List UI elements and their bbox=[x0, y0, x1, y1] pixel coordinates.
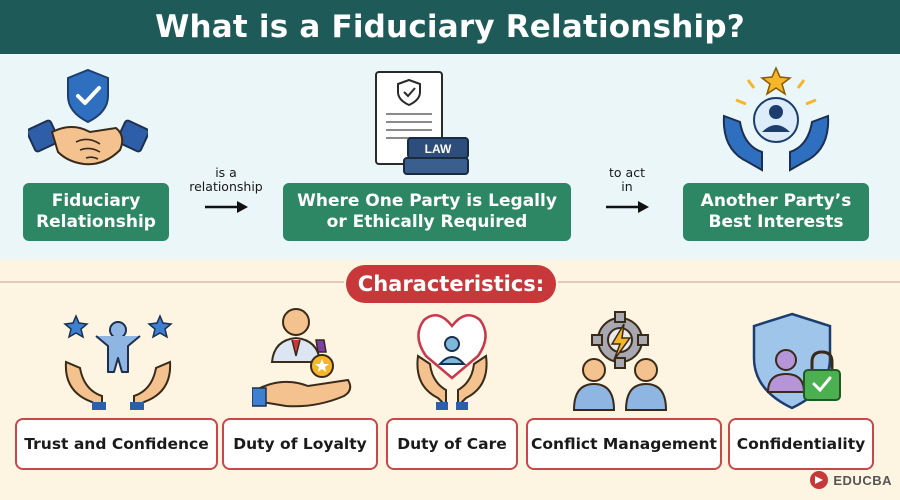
fiduciary-relationship-label: Fiduciary Relationship bbox=[36, 191, 156, 232]
duty-of-loyalty-label: Duty of Loyalty bbox=[233, 435, 367, 453]
best-interests-box: Another Party’s Best Interests bbox=[683, 183, 869, 241]
page-title: What is a Fiduciary Relationship? bbox=[0, 0, 900, 54]
person-stars-hands-icon bbox=[63, 314, 173, 410]
educba-logo: EDUCBA bbox=[809, 470, 892, 490]
shield-lock-icon bbox=[752, 312, 841, 410]
educba-logo-text: EDUCBA bbox=[833, 472, 892, 488]
duty-of-care-box: Duty of Care bbox=[386, 418, 518, 470]
heart-hands-icon bbox=[416, 313, 488, 410]
duty-of-care-label: Duty of Care bbox=[397, 435, 507, 453]
to-act-in-label: to act in bbox=[609, 165, 645, 194]
hands-person-star-icon bbox=[722, 66, 830, 172]
right-arrow-icon bbox=[205, 201, 248, 213]
conflict-management-box: Conflict Management bbox=[526, 418, 722, 470]
characteristics-heading-label: Characteristics: bbox=[357, 272, 545, 296]
conflict-management-label: Conflict Management bbox=[531, 435, 717, 453]
legally-required-box: Where One Party is Legally or Ethically … bbox=[283, 183, 571, 241]
characteristics-heading: Characteristics: bbox=[346, 265, 556, 303]
law-book-label: LAW bbox=[425, 142, 452, 156]
fiduciary-relationship-box: Fiduciary Relationship bbox=[23, 183, 169, 241]
legally-required-label: Where One Party is Legally or Ethically … bbox=[297, 191, 557, 232]
trust-and-confidence-box: Trust and Confidence bbox=[15, 418, 218, 470]
to-act-in-connector: to act in bbox=[588, 166, 666, 214]
educba-logo-icon bbox=[810, 471, 829, 489]
handshake-shield-icon bbox=[28, 68, 148, 166]
confidentiality-box: Confidentiality bbox=[728, 418, 874, 470]
medal-hand-icon bbox=[252, 308, 352, 408]
confidentiality-label: Confidentiality bbox=[736, 435, 866, 453]
right-arrow-icon bbox=[606, 201, 649, 213]
trust-and-confidence-label: Trust and Confidence bbox=[24, 435, 209, 453]
law-document-icon: LAW bbox=[375, 71, 469, 175]
duty-of-loyalty-box: Duty of Loyalty bbox=[222, 418, 378, 470]
gear-people-icon bbox=[572, 311, 668, 411]
is-a-relationship-connector: is a relationship bbox=[178, 166, 274, 214]
best-interests-label: Another Party’s Best Interests bbox=[700, 191, 852, 232]
is-a-relationship-label: is a relationship bbox=[189, 165, 263, 194]
